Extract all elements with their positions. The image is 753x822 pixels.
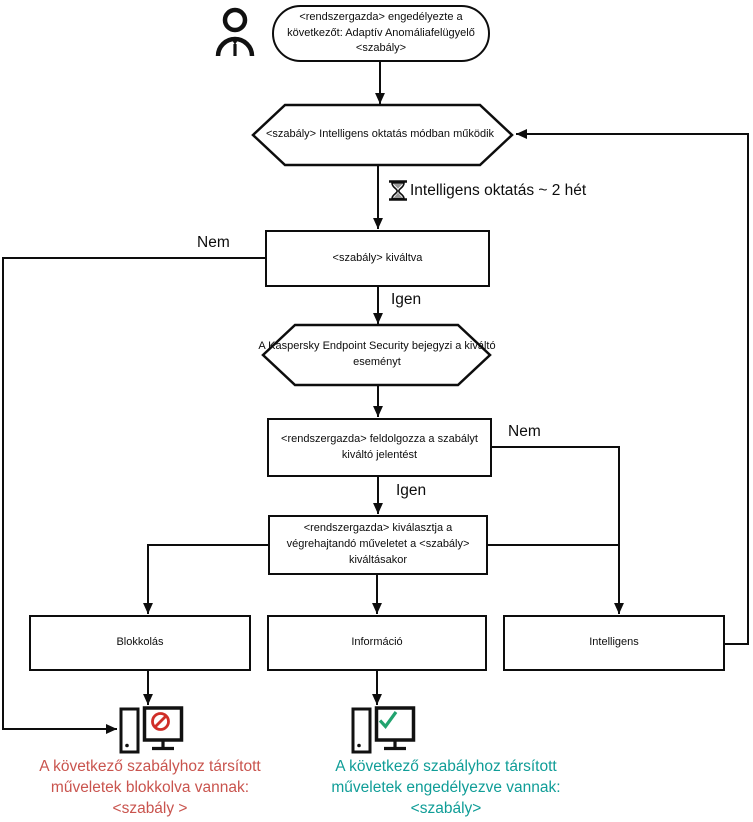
admin-selects-action-node: <rendszergazda> kiválasztja a végrehajta… — [268, 515, 488, 575]
outcome-blocked-line: A következő szabályhoz társított művelet… — [39, 758, 261, 796]
edge-nem-to-smart — [492, 446, 624, 614]
action-inform-node: Információ — [267, 615, 487, 671]
rule-triggered-label: <szabály> kiváltva — [332, 251, 423, 264]
admin-processes-report-node: <rendszergazda> feldolgozza a szabályt k… — [267, 418, 492, 477]
prohibition-icon — [151, 712, 170, 731]
action-block-label: Blokkolás — [116, 636, 164, 649]
edge-nem-loop-left — [2, 257, 265, 734]
hexagon-logs-event-label: A Kaspersky Endpoint Security bejegyzi a… — [258, 339, 496, 368]
checkmark-icon — [378, 711, 398, 730]
admin-processes-report-label: <rendszergazda> feldolgozza a szabályt k… — [281, 432, 478, 461]
hexagon-training-mode — [251, 103, 514, 167]
blocked-computer-icon — [119, 706, 184, 754]
outcome-allowed-text: A következő szabályhoz társított művelet… — [317, 757, 575, 820]
start-node-label: <rendszergazda> engedélyezte a következő… — [287, 10, 475, 55]
edge-label-nem-right: Nem — [508, 423, 541, 440]
outcome-blocked-rule: <szabály > — [112, 799, 188, 817]
action-smart-label: Intelligens — [589, 636, 639, 649]
edge-label-igen-first: Igen — [391, 291, 422, 308]
hexagon-logs-event — [261, 323, 492, 387]
hourglass-icon — [389, 180, 407, 201]
admin-user-icon — [215, 7, 255, 57]
action-block-node: Blokkolás — [29, 615, 251, 671]
edge-label-igen-second: Igen — [396, 482, 427, 499]
admin-selects-action-label: <rendszergazda> kiválasztja a végrehajta… — [286, 522, 470, 566]
allowed-computer-icon — [351, 706, 416, 754]
action-inform-label: Információ — [351, 636, 403, 649]
edge-smart-feedback-loop — [516, 129, 749, 645]
edge-selects-to-block — [143, 544, 268, 614]
training-duration-note: Intelligens oktatás ~ 2 hét — [410, 182, 587, 199]
outcome-allowed-line: A következő szabályhoz társított művelet… — [331, 758, 561, 796]
outcome-blocked-text: A következő szabályhoz társított művelet… — [10, 757, 290, 820]
action-smart-node: Intelligens — [503, 615, 725, 671]
outcome-allowed-rule: <szabály> — [410, 799, 482, 817]
edge-label-nem-left: Nem — [197, 234, 230, 251]
rule-triggered-node: <szabály> kiváltva — [265, 230, 490, 287]
start-node: <rendszergazda> engedélyezte a következő… — [272, 5, 490, 62]
hexagon-training-mode-label: <szabály> Intelligens oktatás módban műk… — [265, 128, 495, 141]
